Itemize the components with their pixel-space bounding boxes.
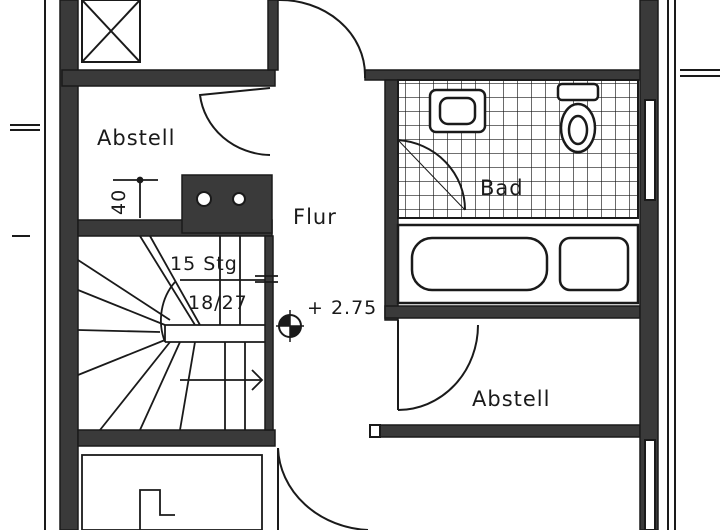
room-label-storage-right: Abstell bbox=[472, 387, 551, 411]
door-bathroom bbox=[397, 139, 467, 211]
bathtub bbox=[396, 223, 640, 305]
room-label-bathroom: Bad bbox=[480, 176, 524, 200]
stair-arrow-icon bbox=[251, 369, 264, 391]
level-label: + 2.75 bbox=[307, 297, 378, 319]
flue-1 bbox=[196, 191, 212, 207]
chimney bbox=[181, 174, 273, 234]
staircase bbox=[77, 176, 278, 530]
door-storage-right bbox=[397, 324, 479, 411]
room-label-hallway: Flur bbox=[293, 205, 337, 229]
level-marker-icon bbox=[276, 310, 304, 342]
toilet-tank bbox=[556, 82, 600, 102]
walls bbox=[59, 0, 659, 530]
room-label-storage-left: Abstell bbox=[97, 126, 176, 150]
doors bbox=[198, 0, 479, 530]
door-top bbox=[278, 0, 366, 76]
stairs-count-label: 15 Stg bbox=[170, 253, 238, 275]
door-storage-left bbox=[198, 87, 271, 156]
stairs-ratio-label: 18/27 bbox=[188, 292, 248, 314]
shower-tray bbox=[81, 0, 141, 63]
flue-2 bbox=[232, 192, 246, 206]
dimension-label: 40 bbox=[108, 188, 130, 215]
door-bottom bbox=[277, 447, 369, 530]
